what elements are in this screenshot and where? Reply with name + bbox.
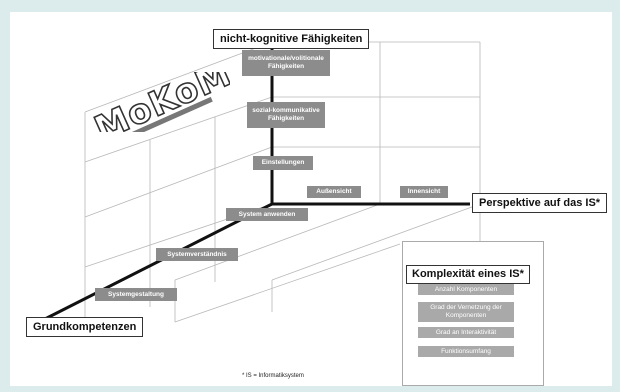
- horizontal-item-outside-view: Außensicht: [307, 186, 361, 198]
- footnote: * IS = Informatiksystem: [242, 373, 304, 379]
- mokom-logo: MoKoM: [88, 72, 230, 132]
- depth-item-system-understanding: Systemverständnis: [156, 248, 238, 261]
- complexity-item-components: Anzahl Komponenten: [418, 284, 514, 295]
- depth-item-system-design: Systemgestaltung: [95, 288, 177, 301]
- complexity-item-interactivity: Grad an Interaktivität: [418, 327, 514, 338]
- horizontal-axis-label: Perspektive auf das IS*: [472, 193, 608, 213]
- vertical-item-social: sozial-kommunikative Fähigkeiten: [247, 102, 325, 128]
- complexity-title: Komplexität eines IS*: [406, 265, 530, 284]
- vertical-item-attitudes: Einstellungen: [253, 156, 313, 170]
- vertical-axis-label: nicht-kognitive Fähigkeiten: [213, 29, 370, 49]
- depth-axis-label: Grundkompetenzen: [26, 317, 144, 337]
- depth-item-apply-system: System anwenden: [226, 208, 308, 221]
- side-wall-grid: [84, 41, 273, 332]
- complexity-item-interconnection: Grad der Vernetzung der Komponenten: [418, 302, 514, 322]
- complexity-item-functionality: Funktionsumfang: [418, 346, 514, 357]
- horizontal-item-inside-view: Innensicht: [400, 186, 448, 198]
- diagram-canvas: MoKoM nicht-kognitive Fähigkeiten Perspe…: [10, 12, 612, 386]
- vertical-item-motivational: motivationale/volitionale Fähigkeiten: [242, 50, 330, 76]
